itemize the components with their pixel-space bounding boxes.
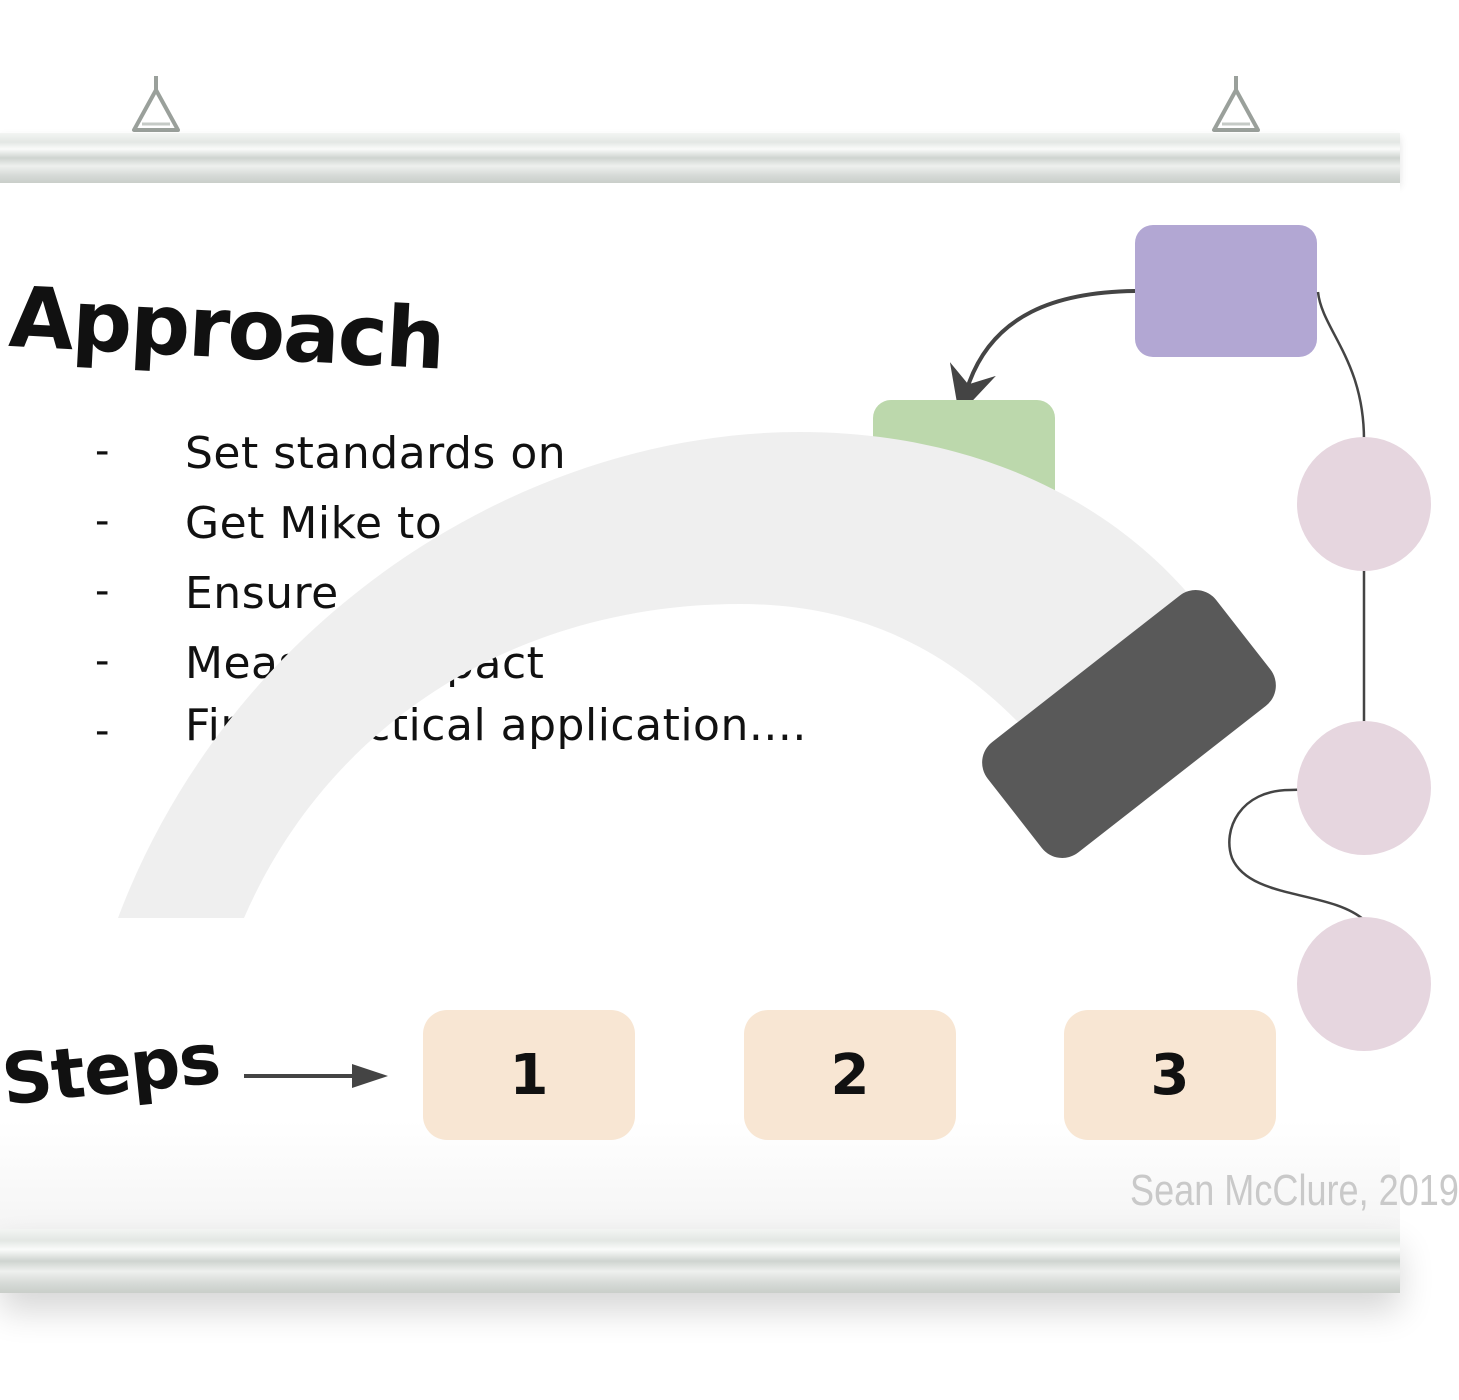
diagram-front-layer [118,432,1276,1088]
step-box-3: 3 [1064,1010,1276,1140]
bullet-text: Get Mike to [185,498,443,549]
bullet-text: Ensure [185,568,339,619]
bullet-dash: - [95,568,110,614]
bullet-dash: - [95,638,110,684]
step-box-1: 1 [423,1010,635,1140]
right-hanger-icon [1212,76,1260,132]
pink-circle-1 [1297,437,1431,571]
pink-circle-3 [1297,917,1431,1051]
bullet-dash: - [95,708,110,754]
top-rail [0,133,1400,183]
hanging-poster: Approach - Set standards on - Get Mike t… [0,76,1459,1293]
step-box-2: 2 [744,1010,956,1140]
list-item: - Set standards on [95,428,995,498]
list-item: - Get Mike to [95,498,995,568]
list-item: - Ensure [95,568,995,638]
author-credit: Sean McClure, 2019 [1130,1166,1459,1215]
left-hanger-icon [132,76,180,132]
bullet-dash: - [95,428,110,474]
purple-box [1135,225,1317,357]
grey-arc-band [118,432,1192,918]
dark-bar [982,590,1276,858]
bottom-rail [0,1229,1400,1293]
bullet-text: Set standards on [185,428,567,479]
pink-circle-2 [1297,721,1431,855]
step-number: 1 [509,1042,549,1108]
step-number: 3 [1150,1042,1190,1108]
steps-arrow-head [352,1064,388,1088]
curved-arrow-connector [949,289,1136,415]
bullet-dash: - [95,498,110,544]
right-connector-line [1228,291,1366,921]
step-number: 2 [830,1042,870,1108]
